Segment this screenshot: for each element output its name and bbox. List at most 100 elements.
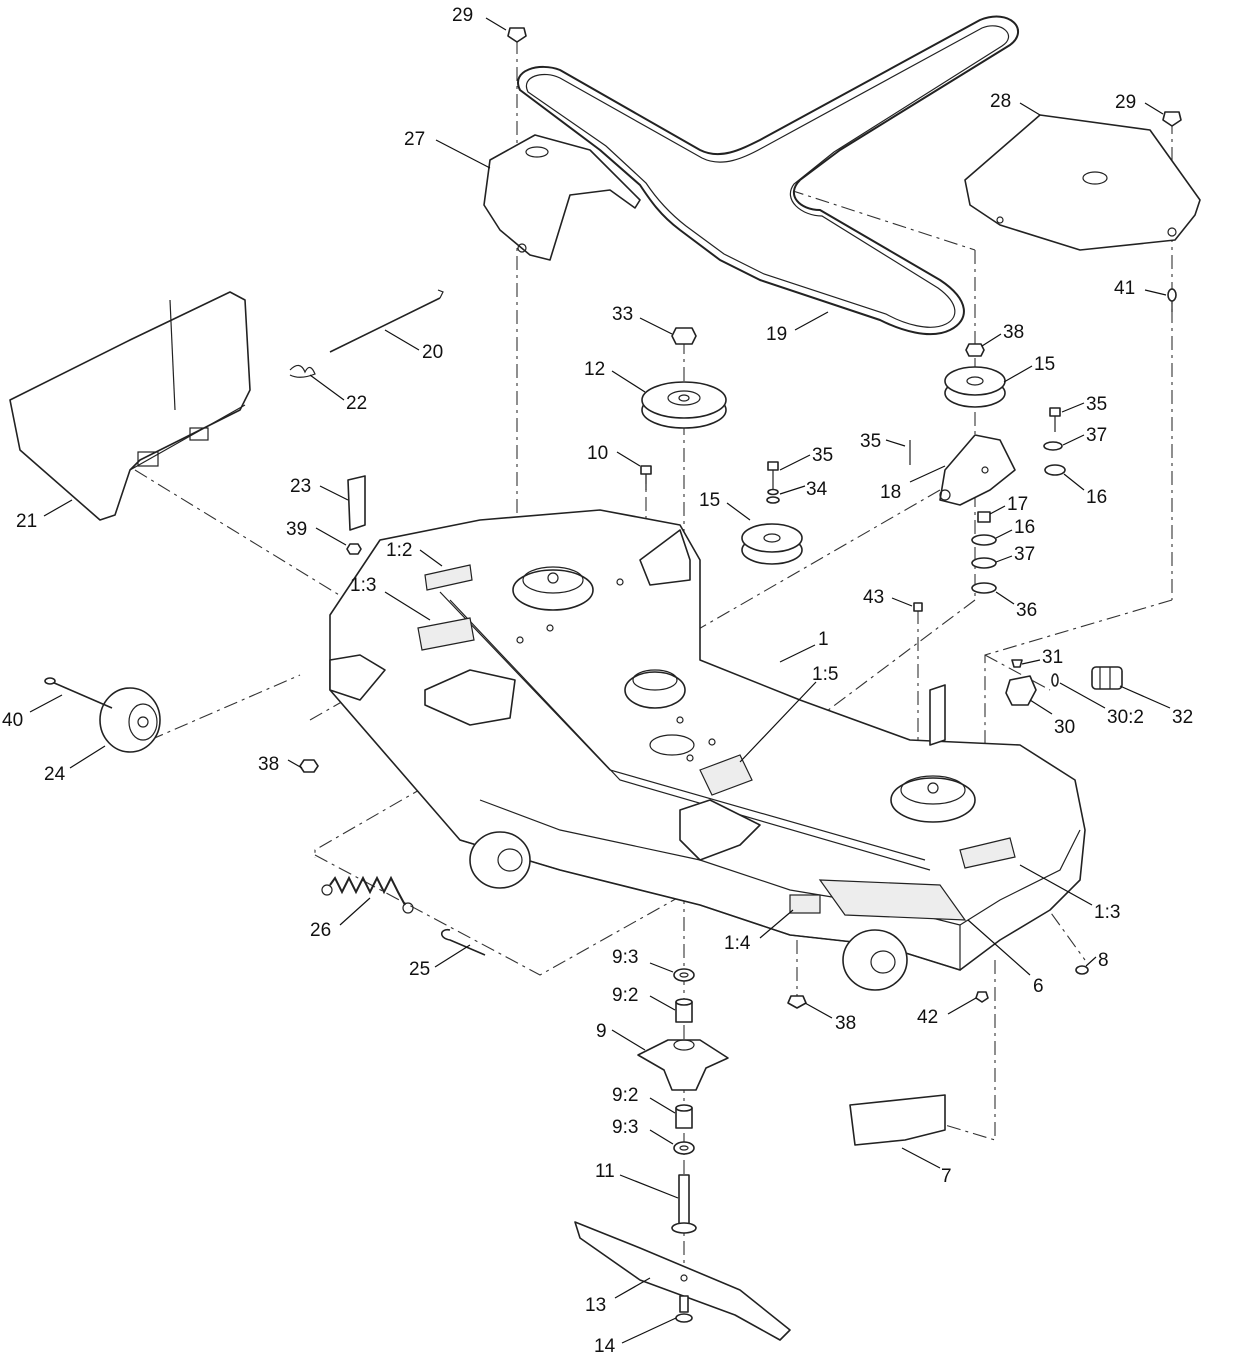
callout-35-center: 35 [812,445,833,466]
nut-29-left [507,27,527,43]
callout-24: 24 [44,764,66,785]
decal-1-2 [424,564,473,591]
callout-9: 9 [596,1021,607,1042]
callout-38-top: 38 [1003,322,1024,343]
callout-1-5: 1:5 [812,664,838,685]
callout-35-arm: 35 [860,431,881,452]
bolt-8 [1075,965,1089,975]
callout-8: 8 [1098,950,1109,971]
callout-20: 20 [422,342,443,363]
callout-1-3-left: 1:3 [350,575,376,596]
belt-cover-right [964,114,1201,251]
callout-15-right: 15 [1034,354,1055,375]
callout-25: 25 [409,959,430,980]
callout-1-4: 1:4 [724,933,751,954]
callout-38-left: 38 [258,754,279,775]
drive-belt [517,15,1020,336]
callout-21: 21 [16,511,37,532]
spindle-housing-9 [637,1039,729,1091]
decal-1-4 [789,894,821,914]
nut-39 [346,543,362,555]
decal-1-3-left [417,617,475,651]
pin-40 [44,677,113,709]
callout-32: 32 [1172,707,1193,728]
bearing-9-3-top [673,968,695,982]
callout-39: 39 [286,519,307,540]
callout-29-right: 29 [1115,92,1136,113]
caster-wheel-24 [99,687,161,753]
callout-15-center: 15 [699,490,720,511]
callout-6: 6 [1033,976,1044,997]
callout-1: 1 [818,629,829,650]
callout-12: 12 [584,359,605,380]
discharge-chute [9,291,251,521]
callout-1-2: 1:2 [386,540,412,561]
callout-17: 17 [1007,494,1028,515]
washer-37-top [1043,441,1063,451]
callout-35-right: 35 [1086,394,1107,415]
decal-1-5 [699,754,753,796]
idler-arm-18 [939,434,1016,506]
callout-11: 11 [595,1161,615,1182]
idler-pulley-15-center [741,523,803,565]
callout-37-top: 37 [1086,425,1107,446]
callout-7: 7 [941,1166,952,1187]
callout-41: 41 [1114,278,1135,299]
pulley-12 [641,381,727,429]
mower-deck [329,509,1086,991]
belt-cover-left [483,134,641,261]
callout-29-left: 29 [452,5,473,26]
callout-27: 27 [404,129,425,150]
callout-9-2-bottom: 9:2 [612,1085,638,1106]
grease-fitting-41 [1167,288,1177,312]
callout-1-3-right: 1:3 [1094,902,1120,923]
hairpin-25 [440,928,486,956]
callout-40: 40 [2,710,23,731]
decal-1-3-right [959,837,1016,869]
callout-38-bottom: 38 [835,1013,856,1034]
bolt-43 [913,602,923,612]
idler-pulley-15-right [944,366,1006,408]
o-ring-30-2 [1051,673,1059,687]
chute-rod [289,289,444,378]
callout-33: 33 [612,304,633,325]
nut-38-top [965,343,985,357]
bolt-35-right [1049,407,1061,432]
callout-22: 22 [346,393,367,414]
nut-38-bottom [787,995,807,1009]
washout-connector-32 [1091,666,1123,690]
spacer-stack [971,511,997,594]
callout-42: 42 [917,1007,938,1028]
callout-16-stack: 16 [1014,517,1035,538]
callout-13: 13 [585,1295,606,1316]
nut-42 [975,991,989,1003]
callout-19: 19 [766,324,787,345]
bolt-14 [675,1295,693,1323]
bolt-10 [640,465,652,490]
bracket-23 [347,475,366,531]
callout-9-2-top: 9:2 [612,985,638,1006]
spacer-9-2-bottom [675,1104,693,1129]
callout-9-3-bottom: 9:3 [612,1117,638,1138]
callout-14: 14 [594,1336,616,1357]
blade-13 [574,1221,791,1341]
spring-26 [321,875,414,914]
callout-30-2: 30:2 [1107,707,1144,728]
baffle-7 [849,1094,946,1146]
callout-30: 30 [1054,717,1075,738]
washer-16-top [1044,464,1066,476]
bolt-31 [1011,659,1023,668]
nut-33 [671,327,697,345]
washer-34 [767,488,779,496]
nut-29-right [1162,111,1182,127]
callout-10: 10 [587,443,608,464]
spindle-shaft-11 [671,1174,697,1234]
callout-23: 23 [290,476,311,497]
callout-28: 28 [990,91,1011,112]
callout-labels: 29 27 28 29 41 33 12 19 38 15 20 22 [2,5,1193,1357]
bearing-9-3-bottom [673,1141,695,1155]
bolt-35-center [766,461,780,504]
callout-9-3-top: 9:3 [612,947,638,968]
discharge-fitting-30 [1005,675,1037,706]
callout-16-top: 16 [1086,487,1107,508]
